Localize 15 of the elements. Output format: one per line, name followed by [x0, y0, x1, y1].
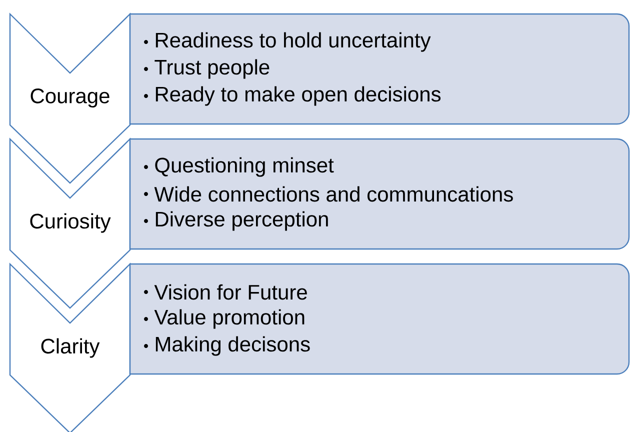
list-item: Vision for Future — [154, 284, 307, 300]
stage-tab: Clarity — [9, 262, 131, 432]
list-item: Trust people — [154, 59, 270, 79]
list-box — [129, 138, 630, 250]
stage-tab: Courage — [9, 12, 131, 184]
list-item: Ready to make open decisions — [156, 86, 441, 106]
list-item: Readiness to hold uncertainty — [156, 32, 431, 52]
list-item: Value promotion — [154, 309, 304, 329]
list-item: Wide connections and communcations — [154, 186, 513, 202]
list-item: Making decisons — [156, 336, 310, 356]
list-box — [129, 263, 630, 375]
list-item: Diverse perception — [156, 211, 328, 231]
list-box — [129, 13, 630, 125]
list-item: Questioning minset — [155, 157, 334, 177]
stage-tab: Curiosity — [9, 138, 131, 309]
